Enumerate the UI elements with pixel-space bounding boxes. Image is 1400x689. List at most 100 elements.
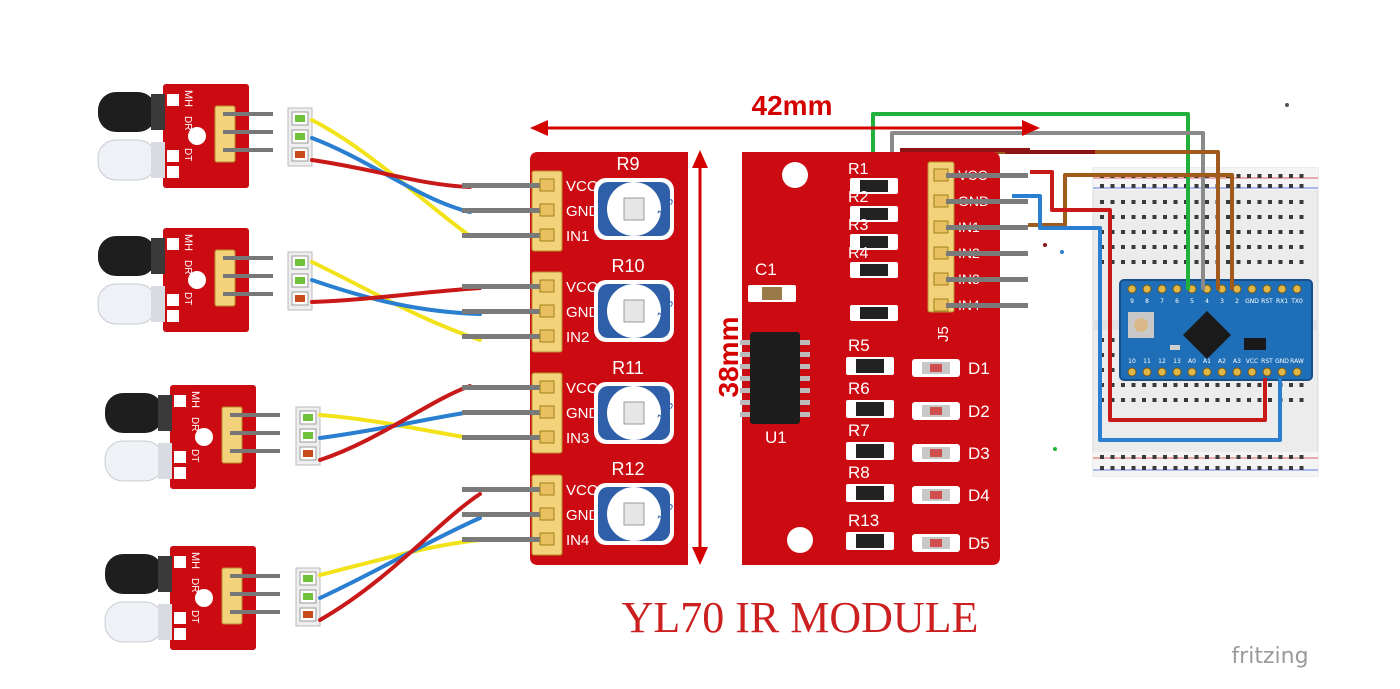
resistor-label: R6 bbox=[848, 379, 870, 398]
smd-led: D2 bbox=[912, 402, 990, 421]
left-pin-label: IN2 bbox=[566, 329, 589, 346]
arduino-pin-label: 2 bbox=[1235, 298, 1239, 305]
sensor-label-dt: DT bbox=[182, 148, 193, 161]
resistor: R6 bbox=[846, 379, 894, 418]
diagram-title: YL70 IR MODULE bbox=[622, 593, 979, 642]
left-pin-label: IN3 bbox=[566, 430, 589, 447]
arduino-pin-label: 10 bbox=[1128, 358, 1136, 365]
arduino-pin-label: A0 bbox=[1188, 358, 1196, 365]
arduino-pin-label: 5 bbox=[1190, 298, 1194, 305]
resistor-label: R8 bbox=[848, 463, 870, 482]
left-pin-label: GND bbox=[566, 304, 600, 321]
arduino-pin-label: 13 bbox=[1173, 358, 1181, 365]
pot-label: R9 bbox=[616, 154, 639, 174]
jumper-wires bbox=[871, 112, 1282, 442]
pin-header-left: VCC GND IN3 bbox=[462, 372, 600, 454]
arduino-pin-label: 7 bbox=[1160, 298, 1164, 305]
resistor: R4 bbox=[848, 245, 898, 278]
width-label: 42mm bbox=[752, 90, 833, 121]
resistor: R5 bbox=[846, 336, 894, 375]
resistor bbox=[850, 305, 898, 321]
led-label: D1 bbox=[968, 359, 990, 378]
smd-led: D5 bbox=[912, 534, 990, 553]
resistor: R8 bbox=[846, 463, 894, 502]
resistor: R3 bbox=[848, 217, 898, 250]
left-pin-label: IN1 bbox=[566, 228, 589, 245]
sensor-label-dt: DT bbox=[189, 449, 200, 462]
pot-label: R10 bbox=[611, 256, 644, 276]
left-pin-label: VCC bbox=[566, 178, 598, 195]
arduino-pin-label: A2 bbox=[1218, 358, 1226, 365]
width-dimension: 42mm bbox=[530, 88, 1040, 136]
fritzing-logo: fritzing bbox=[1231, 644, 1308, 669]
sensor-label-mh: MH bbox=[189, 391, 201, 408]
led-label: D5 bbox=[968, 534, 990, 553]
pin-header-left: VCC GND IN1 bbox=[462, 170, 600, 252]
arduino-pin-label: 8 bbox=[1145, 298, 1149, 305]
resistor-label: R2 bbox=[848, 189, 869, 206]
sensor-label-mh: MH bbox=[182, 90, 194, 107]
sensor-label-dr: DR bbox=[182, 260, 193, 274]
resistor-label: R1 bbox=[848, 161, 869, 178]
resistor: R2 bbox=[848, 189, 898, 222]
ic-u1 bbox=[740, 332, 810, 424]
arduino-pin-label: VCC bbox=[1246, 358, 1258, 365]
smd-led: D4 bbox=[912, 486, 990, 505]
left-pin-label: IN4 bbox=[566, 532, 589, 549]
resistor: R1 bbox=[848, 161, 898, 194]
arduino-pin-label: GND bbox=[1275, 358, 1289, 365]
led-label: D3 bbox=[968, 444, 990, 463]
arduino-pin-label: 9 bbox=[1130, 298, 1134, 305]
resistor-label: R5 bbox=[848, 336, 870, 355]
sensor-label-dr: DR bbox=[189, 578, 200, 592]
pin-header-left: VCC GND IN4 bbox=[462, 474, 600, 556]
arduino-pin-label: 11 bbox=[1143, 358, 1151, 365]
pot-label: R12 bbox=[611, 459, 644, 479]
left-pin-label: VCC bbox=[566, 482, 598, 499]
arduino-pin-label: 6 bbox=[1175, 298, 1179, 305]
resistor: R13 bbox=[846, 511, 894, 550]
smd-led: D1 bbox=[912, 359, 990, 378]
j5-label: J5 bbox=[935, 326, 952, 342]
left-pin-label: GND bbox=[566, 405, 600, 422]
arduino-pin-label: TX0 bbox=[1290, 298, 1303, 305]
smd-led: D3 bbox=[912, 444, 990, 463]
arduino-pin-label: 3 bbox=[1220, 298, 1224, 305]
led-label: D2 bbox=[968, 402, 990, 421]
sensor-label-dr: DR bbox=[189, 417, 200, 431]
arduino-pin-label: RX1 bbox=[1276, 298, 1288, 305]
arduino-pin-label: RST bbox=[1261, 358, 1273, 365]
ir-sensor-module: MH DR DT bbox=[104, 385, 321, 489]
arduino-pin-label: A1 bbox=[1203, 358, 1211, 365]
arduino-pin-label: RST bbox=[1261, 298, 1273, 305]
resistor-label: R7 bbox=[848, 421, 870, 440]
arduino-pin-label: 12 bbox=[1158, 358, 1166, 365]
arduino-pin-label: 4 bbox=[1205, 298, 1209, 305]
left-pin-label: GND bbox=[566, 507, 600, 524]
sensor-label-dr: DR bbox=[182, 116, 193, 130]
u1-label: U1 bbox=[765, 428, 787, 447]
sensor-label-dt: DT bbox=[189, 610, 200, 623]
sensor-label-dt: DT bbox=[182, 292, 193, 305]
pin-header-left: VCC GND IN2 bbox=[462, 271, 600, 353]
sensor-label-mh: MH bbox=[182, 234, 194, 251]
arduino-pin-label: A3 bbox=[1233, 358, 1241, 365]
height-label: 38mm bbox=[713, 317, 744, 398]
ir-sensor-module: MH DR DT bbox=[97, 228, 313, 332]
height-dimension: 38mm bbox=[692, 150, 744, 565]
left-pin-label: GND bbox=[566, 203, 600, 220]
left-pin-label: VCC bbox=[566, 380, 598, 397]
sensor-wires bbox=[310, 118, 482, 622]
left-pin-label: VCC bbox=[566, 279, 598, 296]
resistor: R7 bbox=[846, 421, 894, 460]
led-label: D4 bbox=[968, 486, 990, 505]
resistor-label: R4 bbox=[848, 245, 869, 262]
